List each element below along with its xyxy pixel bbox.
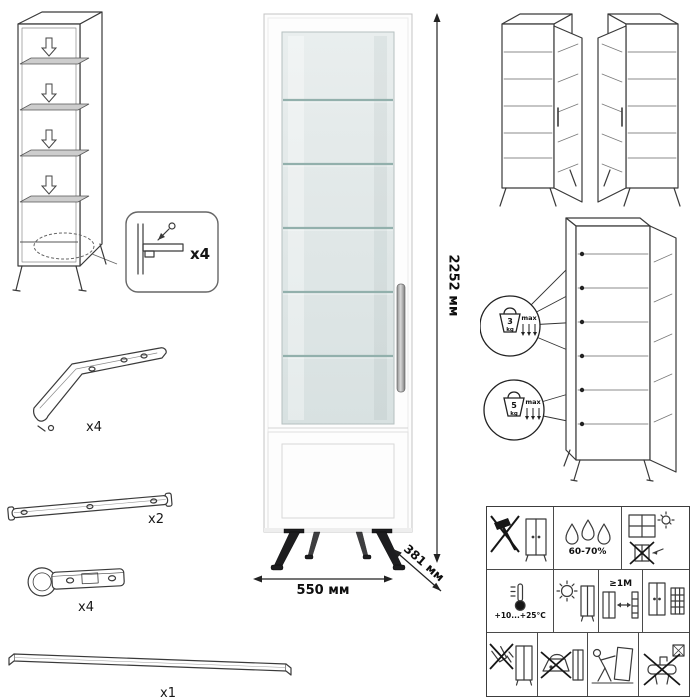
open-door-panel bbox=[553, 25, 583, 203]
shelf-support-qty-label: x4 bbox=[190, 245, 210, 263]
no-spill-pictogram bbox=[487, 633, 538, 696]
variant-cabinet-wireframe-mirrored bbox=[597, 13, 681, 207]
hinge-qty-label: x4 bbox=[78, 600, 94, 615]
bottom-shelf-load-unit: kg bbox=[510, 411, 518, 417]
shelf-marker-dots bbox=[579, 251, 585, 427]
window-sun-icon bbox=[628, 511, 675, 565]
height-dimension-label: 2252 мм bbox=[445, 254, 461, 317]
care-row-3 bbox=[487, 633, 689, 696]
open-cabinet-shelf-diagram bbox=[12, 11, 118, 292]
width-dimension-label: 550 мм bbox=[296, 583, 350, 598]
leg-part-diagram bbox=[33, 347, 167, 432]
variant-cabinet-wireframe bbox=[499, 13, 583, 207]
no-drag-icon bbox=[591, 646, 634, 683]
cabinet-legs bbox=[270, 528, 406, 571]
down-arrow-icon bbox=[40, 129, 58, 149]
bottom-shelf-load-max: max bbox=[525, 398, 541, 406]
weight-3kg-icon bbox=[503, 307, 517, 315]
humidity-pictogram: 60-70% bbox=[554, 507, 622, 570]
rail-part-diagram bbox=[7, 492, 173, 521]
open-door-panel bbox=[649, 225, 677, 473]
cabinet-carcass-wireframe bbox=[17, 11, 103, 267]
door-handle bbox=[396, 283, 406, 393]
no-climb-pictogram bbox=[638, 633, 689, 696]
display-cabinet-product-image bbox=[263, 13, 413, 571]
care-row-2: +10...+25°C ≥1M bbox=[487, 570, 689, 633]
down-arrows-icon bbox=[521, 324, 537, 336]
glass-shelf-load-max: max bbox=[521, 314, 537, 322]
detail-callout-ellipse bbox=[33, 232, 95, 260]
rail-qty-label: x2 bbox=[148, 512, 164, 527]
temperature-label: +10...+25°C bbox=[494, 610, 546, 620]
no-liquids-icon bbox=[489, 642, 533, 686]
shelf-support-detail-drawing bbox=[137, 222, 184, 275]
no-iron-icon bbox=[540, 648, 584, 681]
open-door-panel bbox=[597, 25, 627, 203]
glass-shelves bbox=[283, 98, 393, 359]
thermometer-icon bbox=[510, 583, 526, 611]
no-abrasive-pictogram bbox=[537, 633, 588, 696]
rail-drawing bbox=[7, 492, 173, 521]
width-dimension-arrow bbox=[253, 575, 393, 583]
leg-qty-label: x4 bbox=[86, 420, 102, 435]
water-drops-icon bbox=[564, 519, 611, 545]
cabinet-radiator-icon bbox=[648, 582, 685, 616]
height-dimension-arrow bbox=[433, 13, 441, 563]
down-arrows-icon bbox=[525, 408, 541, 420]
glass-door bbox=[281, 31, 406, 425]
hinge-part-diagram bbox=[27, 567, 125, 597]
distance-pictogram: ≥1M bbox=[598, 570, 644, 633]
cabinet-legs-wireframe bbox=[12, 243, 107, 292]
no-hammer-pictogram bbox=[487, 507, 555, 570]
distance-label: ≥1M bbox=[609, 579, 633, 590]
handle-qty-label: x1 bbox=[160, 686, 176, 700]
bottom-shelf-load-value: 5 bbox=[511, 401, 517, 410]
weight-5kg-icon bbox=[507, 391, 521, 399]
temperature-pictogram: +10...+25°C bbox=[487, 570, 555, 633]
hinge-drawing bbox=[27, 567, 125, 597]
door-variant-left-diagram bbox=[597, 13, 681, 207]
handle-part-diagram bbox=[8, 653, 292, 676]
humidity-label: 60-70% bbox=[568, 547, 607, 558]
no-hammer-icon bbox=[490, 515, 547, 562]
shelf-support-callout: x4 bbox=[125, 211, 219, 293]
cabinet-distance-icon bbox=[602, 591, 639, 619]
sunlight-pictogram bbox=[554, 570, 599, 633]
down-arrow-icon bbox=[40, 37, 58, 57]
care-pictogram-grid: 60-70% bbox=[486, 506, 690, 697]
window-sun-pictogram bbox=[621, 507, 690, 570]
bottom-shelf-load-badge: 5 kg max bbox=[483, 379, 545, 441]
handle-drawing bbox=[8, 653, 292, 676]
no-drag-pictogram bbox=[588, 633, 639, 696]
bottom-door bbox=[264, 427, 412, 532]
depth-dimension-arrow bbox=[392, 548, 442, 592]
shelf-load-limit-diagram: 3 kg max 5 kg max bbox=[480, 217, 677, 482]
care-row-1: 60-70% bbox=[487, 507, 690, 570]
metal-leg-drawing bbox=[33, 347, 167, 432]
shelves-with-insert-arrows bbox=[19, 37, 118, 265]
glass-shelf-load-value: 3 bbox=[507, 317, 513, 326]
load-cabinet-wireframe bbox=[563, 217, 677, 482]
door-variant-right-diagram bbox=[499, 13, 583, 207]
sun-cabinet-icon bbox=[556, 580, 595, 622]
down-arrow-icon bbox=[40, 175, 58, 195]
no-sink-icon bbox=[643, 643, 685, 686]
glass-shelf-load-badge: 3 kg max bbox=[480, 295, 541, 357]
glass-shelf-load-unit: kg bbox=[506, 327, 514, 333]
radiator-pictogram bbox=[643, 570, 689, 633]
down-arrow-icon bbox=[40, 83, 58, 103]
